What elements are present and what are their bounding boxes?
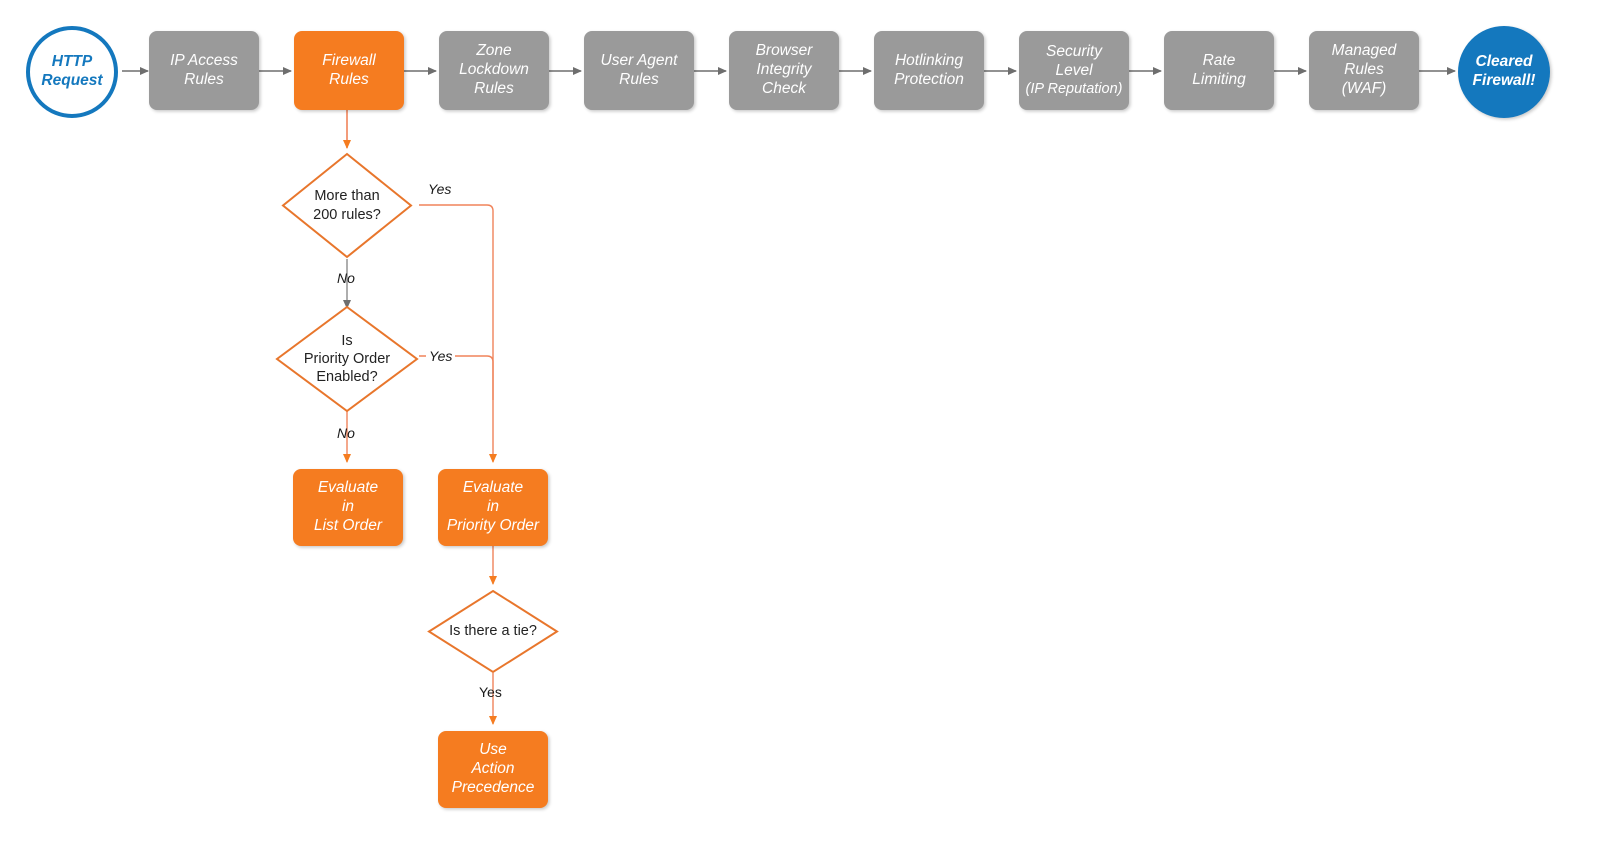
- node-cleared-firewall-label: Cleared Firewall!: [1473, 53, 1536, 90]
- label-line-3: List Order: [313, 516, 383, 534]
- label-line-2: Level: [1055, 61, 1093, 79]
- node-zone-lockdown-rules-label: Zone Lockdown Rules: [459, 42, 529, 99]
- node-ip-access-rules[interactable]: IP Access Rules: [149, 31, 259, 110]
- label-line-1: Zone: [476, 42, 512, 60]
- node-rate-limiting[interactable]: Rate Limiting: [1164, 31, 1274, 110]
- decision-priority-order-enabled-label: Is Priority Order Enabled?: [304, 332, 390, 386]
- diamond-shape: [275, 305, 419, 413]
- diamond-shape: [281, 152, 413, 259]
- decision-more-than-200-rules-label: More than 200 rules?: [313, 187, 381, 223]
- label-line-2: Rules: [619, 70, 659, 88]
- edge-label-yes-priority: Yes: [426, 348, 456, 364]
- label-line-2: Limiting: [1192, 70, 1246, 88]
- label-line-2: Request: [41, 72, 103, 89]
- label-line-3: (WAF): [1341, 79, 1387, 97]
- node-zone-lockdown-rules[interactable]: Zone Lockdown Rules: [439, 31, 549, 110]
- label-line-3: (IP Reputation): [1025, 80, 1123, 97]
- node-use-action-precedence[interactable]: Use Action Precedence: [438, 731, 548, 808]
- label-line-1: User Agent: [600, 51, 678, 69]
- label-line-3: Enabled?: [316, 369, 378, 386]
- node-evaluate-list-order-label: Evaluate in List Order: [314, 479, 382, 536]
- diamond-shape: [427, 589, 559, 674]
- label-line-2: Priority Order: [303, 350, 391, 367]
- label-line-1: Browser: [755, 42, 813, 60]
- label-line-1: Security: [1045, 42, 1102, 60]
- label-line-1: Evaluate: [462, 479, 524, 497]
- label-line-1: Hotlinking: [894, 51, 964, 69]
- label-line-2: Integrity: [756, 61, 812, 79]
- node-evaluate-priority-order[interactable]: Evaluate in Priority Order: [438, 469, 548, 546]
- node-security-level-label: Security Level (IP Reputation): [1026, 43, 1123, 99]
- label-line-2: in: [341, 498, 355, 516]
- label-line-2: 200 rules?: [313, 206, 381, 223]
- label-line-1: Is: [341, 332, 353, 349]
- label-line-2: in: [486, 498, 500, 516]
- label-line-1: Managed: [1331, 42, 1397, 60]
- edge-label-no-priority: No: [337, 425, 355, 441]
- label-line-2: Lockdown: [459, 61, 529, 79]
- node-hotlinking-protection-label: Hotlinking Protection: [894, 52, 964, 90]
- node-firewall-rules-label: Firewall Rules: [322, 52, 375, 90]
- node-user-agent-rules-label: User Agent Rules: [601, 52, 678, 90]
- node-evaluate-priority-order-label: Evaluate in Priority Order: [447, 479, 539, 536]
- decision-is-there-a-tie-label: Is there a tie?: [449, 622, 537, 640]
- node-managed-rules-waf[interactable]: Managed Rules (WAF): [1309, 31, 1419, 110]
- label-line-3: Precedence: [451, 778, 535, 796]
- node-browser-integrity-check[interactable]: Browser Integrity Check: [729, 31, 839, 110]
- label-line-1: HTTP: [51, 53, 93, 71]
- label-line-2: Action: [471, 760, 515, 778]
- node-cleared-firewall[interactable]: Cleared Firewall!: [1458, 26, 1550, 118]
- label-line-1: Evaluate: [317, 479, 379, 497]
- label-line-2: Rules: [1344, 61, 1384, 79]
- label-line-2: Rules: [184, 70, 224, 88]
- label-line-1: More than: [314, 188, 380, 205]
- label-line-3: Priority Order: [446, 516, 540, 534]
- label-line-2: Rules: [329, 70, 369, 88]
- node-ip-access-rules-label: IP Access Rules: [170, 52, 238, 90]
- decision-is-there-a-tie[interactable]: Is there a tie?: [427, 589, 559, 674]
- node-rate-limiting-label: Rate Limiting: [1192, 52, 1245, 90]
- node-firewall-rules[interactable]: Firewall Rules: [294, 31, 404, 110]
- node-evaluate-list-order[interactable]: Evaluate in List Order: [293, 469, 403, 546]
- label-line-1: Is there a tie?: [449, 623, 537, 640]
- label-line-1: Firewall: [322, 51, 376, 69]
- node-browser-integrity-check-label: Browser Integrity Check: [756, 42, 813, 99]
- decision-more-than-200-rules[interactable]: More than 200 rules?: [281, 152, 413, 259]
- label-line-3: Check: [762, 79, 806, 97]
- label-line-3: Rules: [474, 79, 514, 97]
- label-line-1: Rate: [1202, 51, 1236, 69]
- edge-label-yes-tie: Yes: [479, 684, 502, 700]
- label-line-1: IP Access: [170, 51, 238, 69]
- label-line-2: Protection: [894, 70, 964, 88]
- label-line-2: Firewall!: [1472, 72, 1536, 89]
- label-line-1: Use: [479, 741, 507, 759]
- edge-label-no-200: No: [337, 270, 355, 286]
- node-security-level[interactable]: Security Level (IP Reputation): [1019, 31, 1129, 110]
- node-use-action-precedence-label: Use Action Precedence: [452, 741, 535, 798]
- node-managed-rules-waf-label: Managed Rules (WAF): [1332, 42, 1397, 99]
- decision-priority-order-enabled[interactable]: Is Priority Order Enabled?: [275, 305, 419, 413]
- node-hotlinking-protection[interactable]: Hotlinking Protection: [874, 31, 984, 110]
- node-http-request[interactable]: HTTP Request: [26, 26, 118, 118]
- node-user-agent-rules[interactable]: User Agent Rules: [584, 31, 694, 110]
- node-http-request-label: HTTP Request: [41, 53, 102, 90]
- edge-label-yes-200: Yes: [428, 181, 452, 197]
- label-line-1: Cleared: [1475, 53, 1533, 71]
